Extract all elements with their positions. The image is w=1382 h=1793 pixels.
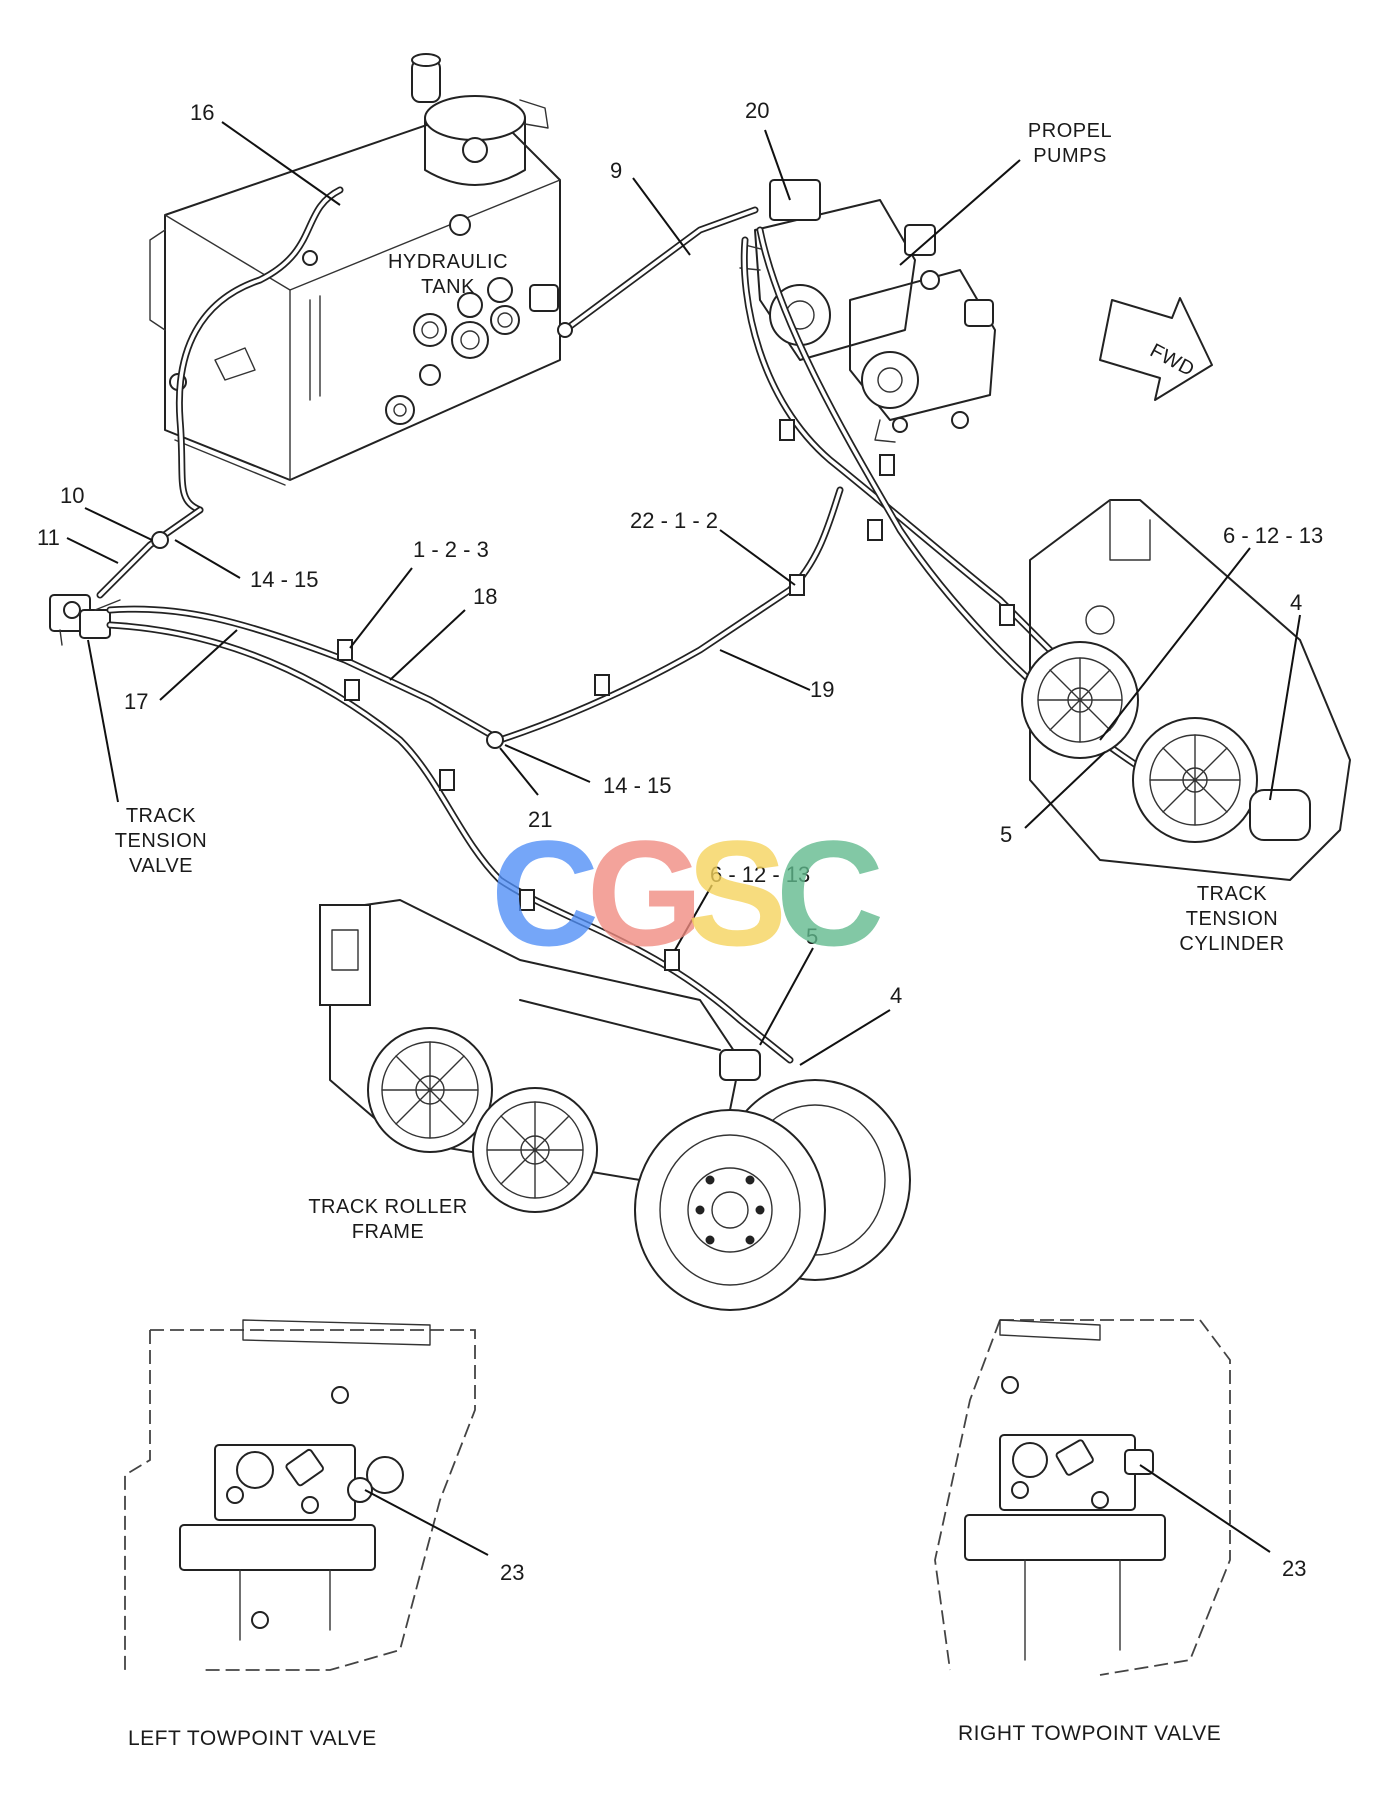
hydraulic-hoses [96,186,1284,1064]
callout-14-15-lower: 14 - 15 [603,773,672,798]
left-towpoint-valve-illustration [124,1319,476,1671]
track-roller-frame-label: TRACK ROLLER FRAME [308,1196,467,1243]
callout-22-1-2: 22 - 1 - 2 [630,508,718,533]
watermark-letter-1: C [491,809,599,977]
callout-6-12-13-right: 6 - 12 - 13 [1223,523,1323,548]
propel-pumps-label-line1: PROPEL [1028,120,1112,142]
track-tension-valve-illustration [49,594,121,646]
watermark-letter-4: C [776,809,884,977]
hydraulic-tank-label: HYDRAULIC TANK [388,251,508,298]
callout-16: 16 [190,100,214,125]
callout-5-center: 5 [806,924,818,949]
leader-lines [66,121,1301,1556]
propel-pumps-label-line2: PUMPS [1033,145,1107,167]
watermark-letter-3: S [687,809,787,977]
callout-4-center: 4 [890,983,902,1008]
track-tension-valve-label-line2: TENSION [115,830,207,852]
callout-23-right: 23 [1282,1556,1306,1581]
track-tension-valve-label-line3: VALVE [129,855,193,877]
left-towpoint-caption: LEFT TOWPOINT VALVE [128,1727,377,1750]
track-tension-cylinder-label-line1: TRACK [1197,883,1267,905]
callout-14-15-upper: 14 - 15 [250,567,319,592]
callout-9: 9 [610,158,622,183]
callout-11: 11 [37,525,60,550]
track-tension-cylinder-label-line3: CYLINDER [1179,933,1284,955]
track-tension-valve-label-line1: TRACK [126,805,196,827]
track-tension-cylinder-label: TRACK TENSION CYLINDER [1179,883,1284,955]
callout-6-12-13-center: 6 - 12 - 13 [710,862,810,887]
propel-pumps-label: PROPEL PUMPS [1028,120,1112,167]
callout-4-right: 4 [1290,590,1302,615]
track-roller-frame-label-line1: TRACK ROLLER [308,1196,467,1218]
track-roller-frame-label-line2: FRAME [352,1221,425,1243]
right-track-frame-illustration [1021,499,1351,881]
callout-19: 19 [810,677,834,702]
track-tension-cylinder-label-line2: TENSION [1186,908,1278,930]
right-towpoint-valve-illustration [934,1319,1231,1676]
hydraulic-tank-label-line1: HYDRAULIC [388,251,508,273]
callout-23-left: 23 [500,1560,524,1585]
callout-20: 20 [745,98,769,123]
callout-21: 21 [528,807,552,832]
callout-17: 17 [124,689,148,714]
callout-10: 10 [60,483,84,508]
track-tension-valve-label: TRACK TENSION VALVE [115,805,207,877]
callout-18: 18 [473,584,497,609]
watermark-letter-2: G [587,809,704,977]
callout-5-right: 5 [1000,822,1012,847]
propel-pumps-illustration [739,179,996,443]
track-roller-frame-illustration [319,899,911,1311]
hydraulic-tank-label-line2: TANK [421,276,475,298]
cgsc-watermark: C G S C [491,809,884,977]
forward-direction-arrow: FWD [1099,297,1213,401]
fwd-arrow-label: FWD [1146,340,1198,382]
hydraulic-tank-illustration [149,53,561,486]
right-towpoint-caption: RIGHT TOWPOINT VALVE [958,1722,1221,1745]
callout-numbers: 16 20 9 10 11 14 - 15 1 - 2 - 3 18 22 - … [37,98,1323,1585]
callout-1-2-3: 1 - 2 - 3 [413,537,489,562]
